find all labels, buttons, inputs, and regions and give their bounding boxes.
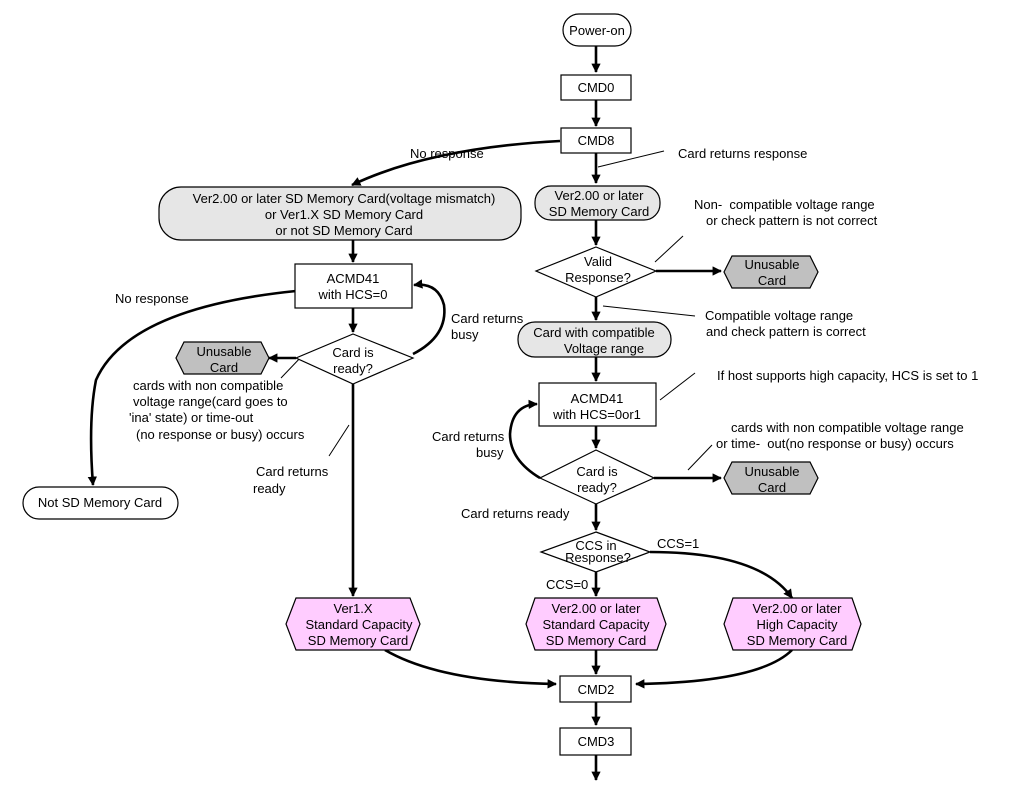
label-busy-right-line-2: busy bbox=[476, 445, 504, 460]
unusable-card-node-left: Unusable Card bbox=[175, 341, 270, 375]
power-on-label: Power-on bbox=[569, 23, 625, 38]
cmd8-label: CMD8 bbox=[578, 133, 615, 148]
v2-card-line-2: SD Memory Card bbox=[549, 204, 649, 219]
label-ccs0: CCS=0 bbox=[546, 577, 588, 592]
valid-response-line-2: Response? bbox=[565, 270, 631, 285]
label-left-error-line-2: voltage range(card goes to bbox=[133, 394, 288, 409]
label-non-compatible-line-2: or check pattern is not correct bbox=[706, 213, 878, 228]
v2-high-line-1: Ver2.00 or later bbox=[753, 601, 843, 616]
acmd41-left-node: ACMD41 with HCS=0 bbox=[294, 263, 413, 309]
v1x-line-1: Ver1.X bbox=[333, 601, 372, 616]
label-no-response-left: No response bbox=[115, 291, 189, 306]
v1x-standard-node: Ver1.X Standard Capacity SD Memory Card bbox=[285, 597, 421, 651]
cmd8-node: CMD8 bbox=[560, 127, 632, 154]
v2-high-line-2: High Capacity bbox=[757, 617, 838, 632]
v2-card-node: Ver2.00 or later SD Memory Card bbox=[534, 185, 661, 221]
not-sd-card-node: Not SD Memory Card bbox=[22, 486, 179, 520]
label-no-response-top: No response bbox=[410, 146, 484, 161]
ccs-line-2: Response? bbox=[565, 550, 631, 565]
label-card-returns-response: Card returns response bbox=[678, 146, 807, 161]
mismatch-line-2: or Ver1.X SD Memory Card bbox=[265, 207, 423, 222]
label-ready-left-line-2: ready bbox=[253, 481, 286, 496]
mismatch-card-node: Ver2.00 or later SD Memory Card(voltage … bbox=[158, 186, 522, 241]
acmd41-left-line-1: ACMD41 bbox=[327, 271, 380, 286]
unusable-right-line-2: Card bbox=[758, 480, 786, 495]
ready-left-decision: Card is ready? bbox=[294, 333, 415, 385]
not-sd-label: Not SD Memory Card bbox=[38, 495, 162, 510]
v2-std-line-3: SD Memory Card bbox=[546, 633, 646, 648]
ready-left-line-2: ready? bbox=[333, 361, 373, 376]
v2-std-line-2: Standard Capacity bbox=[543, 617, 650, 632]
power-on-node: Power-on bbox=[562, 13, 632, 47]
mismatch-line-1: Ver2.00 or later SD Memory Card(voltage … bbox=[193, 191, 496, 206]
v2-card-line-1: Ver2.00 or later bbox=[555, 188, 645, 203]
cmd2-label: CMD2 bbox=[578, 682, 615, 697]
unusable-top-line-1: Unusable bbox=[745, 257, 800, 272]
label-ccs1: CCS=1 bbox=[657, 536, 699, 551]
ccs-line-1: CCS in bbox=[575, 538, 616, 553]
v1x-line-2: Standard Capacity bbox=[306, 617, 413, 632]
unusable-left-line-2: Card bbox=[210, 360, 238, 375]
acmd41-left-line-2: with HCS=0 bbox=[318, 287, 388, 302]
label-compatible-range-line-2: and check pattern is correct bbox=[706, 324, 866, 339]
ready-right-line-1: Card is bbox=[576, 464, 618, 479]
ready-right-line-2: ready? bbox=[577, 480, 617, 495]
cmd3-node: CMD3 bbox=[559, 727, 632, 756]
valid-response-line-1: Valid bbox=[584, 254, 612, 269]
label-right-error-line-2: or time- out(no response or busy) occurs bbox=[716, 436, 954, 451]
ready-right-decision: Card is ready? bbox=[538, 449, 656, 505]
valid-response-decision: Valid Response? bbox=[534, 246, 658, 298]
acmd41-right-line-1: ACMD41 bbox=[571, 391, 624, 406]
label-non-compatible-line-1: Non- compatible voltage range bbox=[694, 197, 875, 212]
label-left-error-line-4: (no response or busy) occurs bbox=[136, 427, 305, 442]
v1x-line-3: SD Memory Card bbox=[308, 633, 408, 648]
v2-std-line-1: Ver2.00 or later bbox=[552, 601, 642, 616]
edge-labels: No response Card returns response Non- c… bbox=[115, 146, 978, 592]
v2-high-line-3: SD Memory Card bbox=[747, 633, 847, 648]
label-left-error-line-1: cards with non compatible bbox=[133, 378, 283, 393]
acmd41-right-line-2: with HCS=0or1 bbox=[552, 407, 641, 422]
mismatch-line-3: or not SD Memory Card bbox=[275, 223, 412, 238]
v2-standard-node: Ver2.00 or later Standard Capacity SD Me… bbox=[525, 597, 667, 651]
label-left-error-line-3: 'ina' state) or time-out bbox=[129, 410, 254, 425]
label-compatible-range-line-1: Compatible voltage range bbox=[705, 308, 853, 323]
compatible-line-2: Voltage range bbox=[564, 341, 644, 356]
compatible-line-1: Card with compatible bbox=[533, 325, 654, 340]
label-ready-right: Card returns ready bbox=[461, 506, 570, 521]
label-hcs-note: If host supports high capacity, HCS is s… bbox=[717, 368, 978, 383]
label-busy-right-line-1: Card returns bbox=[432, 429, 505, 444]
ccs-decision: CCS in Response? bbox=[539, 531, 652, 573]
cmd0-label: CMD0 bbox=[578, 80, 615, 95]
unusable-left-line-1: Unusable bbox=[197, 344, 252, 359]
label-busy-left-line-1: Card returns bbox=[451, 311, 524, 326]
cmd2-node: CMD2 bbox=[559, 675, 632, 703]
label-ready-left-line-1: Card returns bbox=[256, 464, 329, 479]
acmd41-right-node: ACMD41 with HCS=0or1 bbox=[538, 382, 657, 427]
cmd3-label: CMD3 bbox=[578, 734, 615, 749]
compatible-card-node: Card with compatible Voltage range bbox=[517, 321, 672, 358]
flow-arrows bbox=[87, 46, 794, 781]
cmd0-node: CMD0 bbox=[560, 74, 632, 101]
label-right-error-line-1: cards with non compatible voltage range bbox=[731, 420, 964, 435]
unusable-card-node-top: Unusable Card bbox=[723, 255, 819, 289]
unusable-top-line-2: Card bbox=[758, 273, 786, 288]
unusable-right-line-1: Unusable bbox=[745, 464, 800, 479]
label-busy-left-line-2: busy bbox=[451, 327, 479, 342]
v2-high-node: Ver2.00 or later High Capacity SD Memory… bbox=[723, 597, 862, 651]
unusable-card-node-right: Unusable Card bbox=[723, 461, 819, 495]
ready-left-line-1: Card is bbox=[332, 345, 374, 360]
